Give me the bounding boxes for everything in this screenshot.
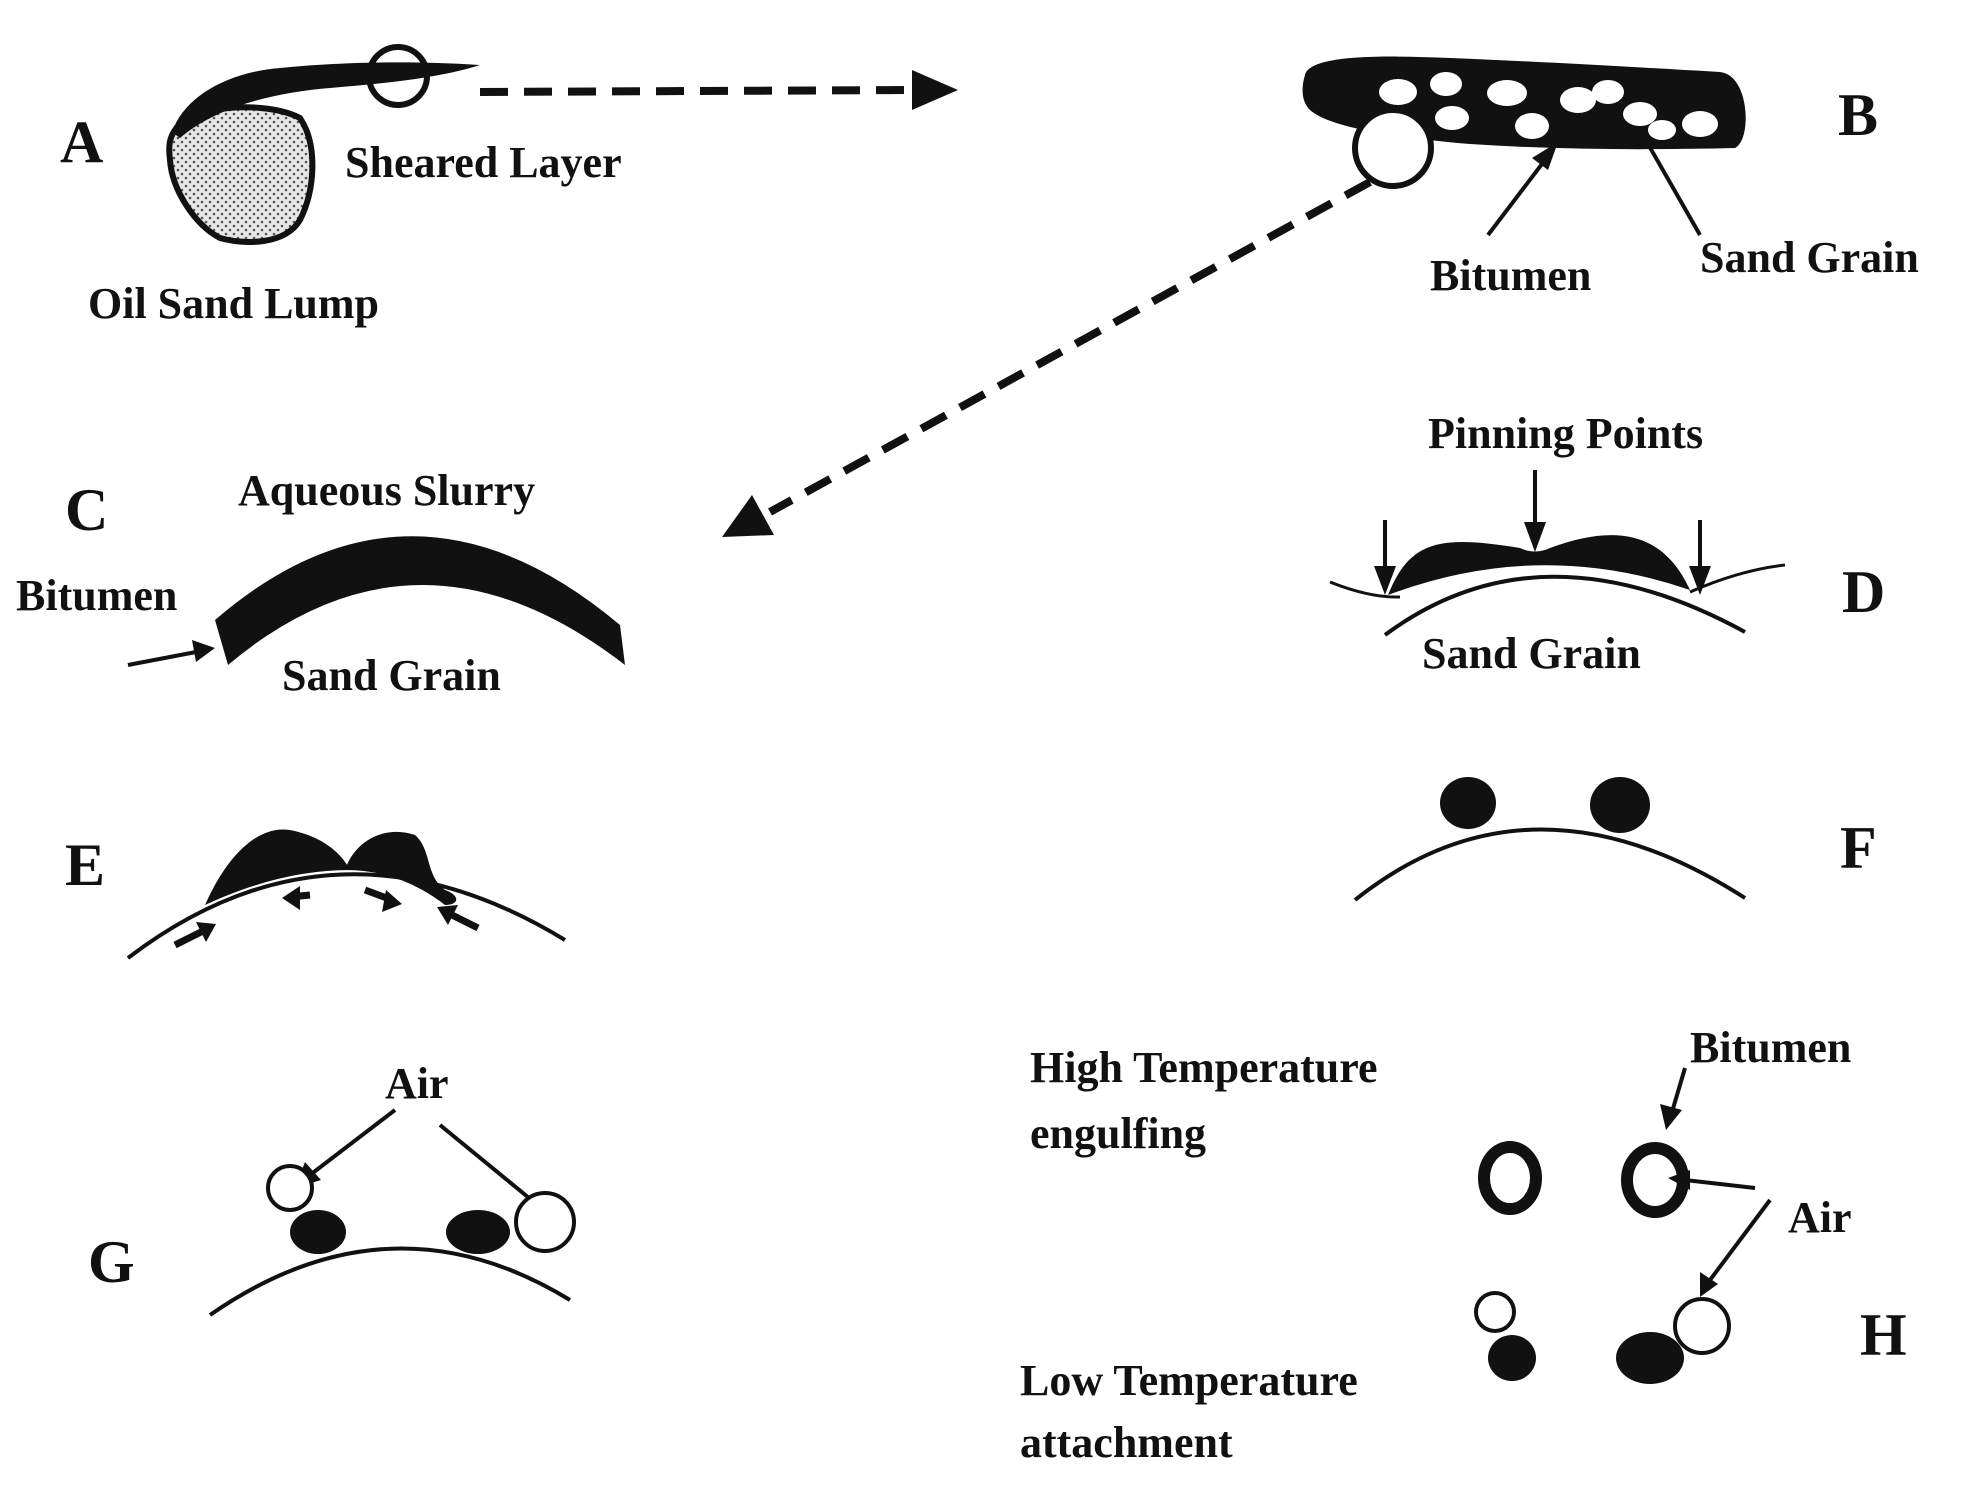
- air-label-g: Air: [385, 1059, 449, 1108]
- sand-grain-curve-f: [1353, 827, 1747, 902]
- pinning-arrows-d: [1374, 470, 1711, 595]
- bitumen-label-h: Bitumen: [1690, 1023, 1851, 1072]
- sand-grains-b: [1379, 72, 1718, 140]
- sand-grain-pointer-b: [1638, 129, 1702, 236]
- sheared-layer-shape: [172, 62, 480, 139]
- panel-e: E: [65, 829, 567, 960]
- oil-sand-lump-shape: [166, 104, 316, 245]
- oil-sand-lump-label: Oil Sand Lump: [88, 279, 379, 328]
- air-bubble-b: [1352, 107, 1434, 189]
- panel-a: A Sheared Layer Oil Sand Lump: [60, 44, 622, 328]
- engulfing-label: engulfing: [1030, 1109, 1206, 1158]
- attachment-label: attachment: [1020, 1418, 1233, 1467]
- air-bubble-h-large: [1673, 1297, 1731, 1355]
- bitumen-layer-d: [1388, 535, 1690, 595]
- high-temperature-label: High Temperature: [1030, 1043, 1378, 1092]
- bitumen-blob-e-left: [205, 829, 350, 905]
- panel-d-letter: D: [1842, 559, 1885, 625]
- sheared-layer-label: Sheared Layer: [345, 138, 622, 187]
- air-pointers-h: [1668, 1170, 1772, 1297]
- arrow-a-to-b: [479, 70, 958, 110]
- bitumen-blob-e-right: [345, 831, 457, 905]
- bitumen-droplet-g-right: [446, 1210, 510, 1254]
- bitumen-arrow-c: [127, 640, 215, 667]
- bitumen-label-c: Bitumen: [16, 571, 177, 620]
- bitumen-layer-c: [215, 536, 625, 665]
- engulfed-droplet-h-left: [1478, 1141, 1542, 1215]
- air-bubble-a: [366, 44, 430, 108]
- air-bubble-g-left: [266, 1164, 314, 1212]
- bitumen-label-b: Bitumen: [1430, 251, 1591, 300]
- panel-d: Pinning Points D Sand Grain: [1329, 409, 1885, 678]
- bitumen-droplet-f-left: [1440, 777, 1496, 829]
- sand-grain-label-d: Sand Grain: [1422, 629, 1641, 678]
- pinning-points-label: Pinning Points: [1428, 409, 1703, 458]
- sand-grain-curve-d: [1383, 574, 1746, 637]
- low-temperature-label: Low Temperature: [1020, 1356, 1358, 1405]
- aqueous-slurry-label: Aqueous Slurry: [238, 466, 535, 515]
- panel-a-letter: A: [60, 109, 103, 175]
- panel-e-letter: E: [65, 832, 105, 898]
- panel-g-letter: G: [88, 1229, 135, 1295]
- air-bubble-h-small: [1474, 1291, 1516, 1333]
- bitumen-droplet-g-left: [290, 1210, 346, 1254]
- panel-c-letter: C: [65, 477, 108, 543]
- sand-grain-curve-g: [208, 1246, 572, 1317]
- sand-grain-label-b: Sand Grain: [1700, 233, 1919, 282]
- bitumen-droplet-h-small: [1488, 1335, 1536, 1381]
- arrow-b-to-c: [722, 178, 1372, 537]
- air-label-h: Air: [1788, 1193, 1852, 1242]
- air-bubble-g-right: [514, 1191, 576, 1253]
- bitumen-arrow-h: [1660, 1067, 1687, 1130]
- panel-h: High Temperature engulfing Bitumen Air H…: [1020, 1023, 1907, 1467]
- panel-h-letter: H: [1860, 1302, 1907, 1368]
- panel-g: Air G: [88, 1059, 576, 1317]
- panel-f: F: [1353, 777, 1877, 902]
- bitumen-droplet-f-right: [1590, 777, 1650, 833]
- panel-b: B Bitumen Sand Grain: [1302, 56, 1919, 300]
- air-arrows-g: [295, 1108, 555, 1220]
- bitumen-droplet-h-large: [1616, 1332, 1684, 1384]
- movement-arrows-e: [173, 886, 480, 949]
- panel-f-letter: F: [1840, 815, 1877, 881]
- panel-c: C Aqueous Slurry Bitumen Sand Grain: [16, 466, 625, 700]
- bitumen-arrow-b: [1486, 142, 1558, 237]
- panel-b-letter: B: [1838, 82, 1878, 148]
- sand-grain-label-c: Sand Grain: [282, 651, 501, 700]
- sand-grain-curve-e: [126, 872, 567, 960]
